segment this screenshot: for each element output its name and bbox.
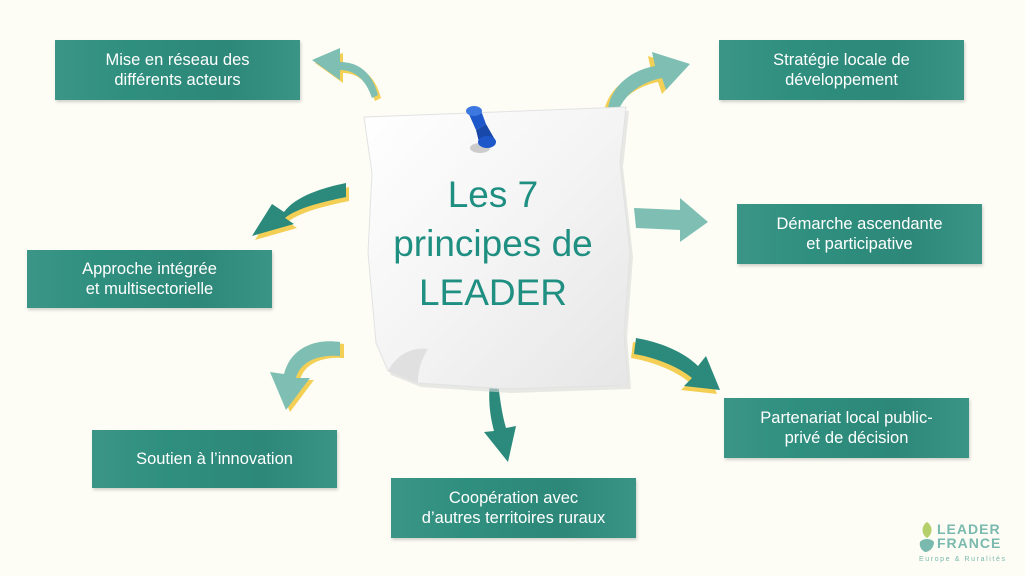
principle-label: Soutien à l’innovation <box>136 450 293 468</box>
principle-label: Coopération avec d’autres territoires ru… <box>421 489 606 527</box>
logo-line-1: LEADER <box>937 521 1001 537</box>
arrow-to-cooperation <box>484 382 516 462</box>
principle-tag-approche: Approche intégrée et multisectorielle <box>27 250 272 308</box>
arrow-to-approche <box>252 183 349 240</box>
principle-label: Stratégie locale de développement <box>773 51 910 89</box>
leaf-icon <box>919 522 934 552</box>
arrow-to-strategie <box>604 52 690 116</box>
arrow-to-innovation <box>270 341 344 412</box>
paper-note <box>363 106 633 393</box>
arrow-to-reseau <box>312 48 381 101</box>
principle-tag-demarche: Démarche ascendante et participative <box>737 204 982 264</box>
pushpin-icon <box>466 106 496 153</box>
principle-tag-innovation: Soutien à l’innovation <box>92 430 337 488</box>
principle-label: Mise en réseau des différents acteurs <box>105 51 250 89</box>
leader-france-logo: LEADER FRANCE Europe & Ruralités <box>915 512 1015 572</box>
logo-tagline: Europe & Ruralités <box>919 556 1007 563</box>
principle-tag-partenariat: Partenariat local public- privé de décis… <box>724 398 969 458</box>
principle-tag-reseau: Mise en réseau des différents acteurs <box>55 40 300 100</box>
principle-tag-cooperation: Coopération avec d’autres territoires ru… <box>391 478 636 538</box>
diagram-title: Les 7 principes de LEADER <box>393 174 593 313</box>
logo-line-2: FRANCE <box>937 535 1002 551</box>
arrow-to-partenariat <box>631 338 720 394</box>
principle-label: Démarche ascendante et participative <box>776 215 943 253</box>
arrow-to-demarche <box>634 198 708 242</box>
principle-label: Partenariat local public- privé de décis… <box>760 409 933 447</box>
principle-label: Approche intégrée et multisectorielle <box>82 260 217 298</box>
principle-tag-strategie: Stratégie locale de développement <box>719 40 964 100</box>
